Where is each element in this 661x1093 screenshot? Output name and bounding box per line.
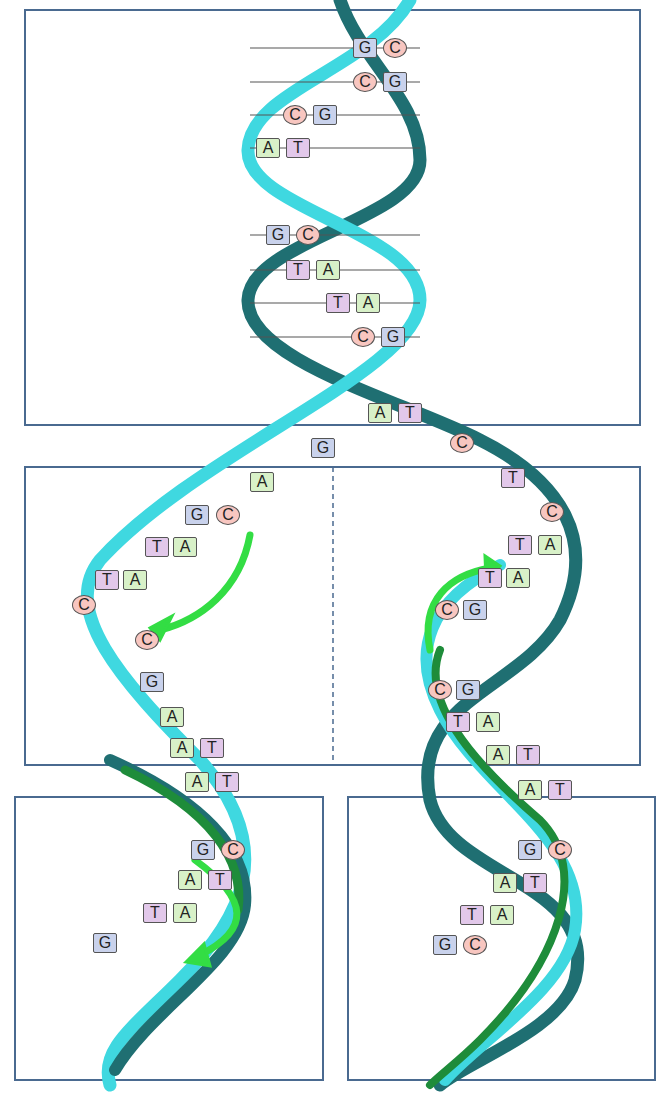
base-letter: T [501, 468, 525, 488]
base-letter: T [286, 138, 310, 158]
base-letter: C [296, 225, 320, 245]
base-letter: A [356, 293, 380, 313]
base-letter: G [266, 225, 290, 245]
base-letter: G [456, 680, 480, 700]
base-letter: A [170, 738, 194, 758]
base-letter: A [506, 568, 530, 588]
base-letter: G [518, 840, 542, 860]
base-letter: T [516, 745, 540, 765]
parent-strand [248, 0, 578, 1085]
base-letter: T [548, 780, 572, 800]
base-letter: C [463, 935, 487, 955]
base-letter: A [486, 745, 510, 765]
base-letter: G [311, 438, 335, 458]
base-letter: C [450, 433, 474, 453]
base-letter: T [523, 873, 547, 893]
base-letter: A [123, 570, 147, 590]
base-letter: G [313, 105, 337, 125]
base-letter: A [518, 780, 542, 800]
base-letter: G [140, 672, 164, 692]
base-letter: C [221, 840, 245, 860]
base-letter: T [200, 738, 224, 758]
panel-frame [348, 797, 655, 1080]
base-letter: T [215, 772, 239, 792]
base-letter: C [216, 505, 240, 525]
base-letter: G [191, 840, 215, 860]
base-letter: G [381, 327, 405, 347]
base-letter: C [283, 105, 307, 125]
base-letter: A [476, 712, 500, 732]
new-strand [430, 650, 564, 1085]
base-letter: A [316, 260, 340, 280]
base-letter: G [185, 505, 209, 525]
base-letter: T [478, 568, 502, 588]
base-letter: A [178, 870, 202, 890]
base-letter: T [326, 293, 350, 313]
divider-line [332, 467, 334, 765]
panel-frame [15, 797, 323, 1080]
new-strand [110, 760, 245, 1070]
base-letter: A [173, 537, 197, 557]
base-letter: A [538, 535, 562, 555]
base-letter: C [428, 680, 452, 700]
base-letter: G [353, 38, 377, 58]
base-letter: T [398, 403, 422, 423]
base-letter: C [383, 38, 407, 58]
new-strand [427, 565, 577, 1080]
base-letter: A [250, 472, 274, 492]
base-letter: A [490, 905, 514, 925]
base-letter: C [435, 600, 459, 620]
base-letter: C [72, 595, 96, 615]
base-letter: C [135, 630, 159, 650]
base-letter: G [383, 72, 407, 92]
base-letter: C [540, 502, 564, 522]
base-letter: A [173, 903, 197, 923]
base-letter: T [208, 870, 232, 890]
base-letter: T [95, 570, 119, 590]
base-letter: C [351, 327, 375, 347]
base-letter: G [463, 600, 487, 620]
base-letter: T [143, 903, 167, 923]
base-letter: T [145, 537, 169, 557]
base-letter: A [160, 707, 184, 727]
base-letter: A [185, 772, 209, 792]
base-letter: G [93, 933, 117, 953]
base-letter: T [446, 712, 470, 732]
base-letter: C [353, 72, 377, 92]
base-letter: T [286, 260, 310, 280]
new-strand [125, 770, 239, 910]
base-letter: A [368, 403, 392, 423]
panel-frame [25, 467, 640, 765]
base-letter: T [508, 535, 532, 555]
base-letter: T [460, 905, 484, 925]
base-letter: C [548, 840, 572, 860]
base-letter: A [493, 873, 517, 893]
base-letter: A [256, 138, 280, 158]
parent-strand [87, 0, 420, 1085]
base-letter: G [433, 935, 457, 955]
